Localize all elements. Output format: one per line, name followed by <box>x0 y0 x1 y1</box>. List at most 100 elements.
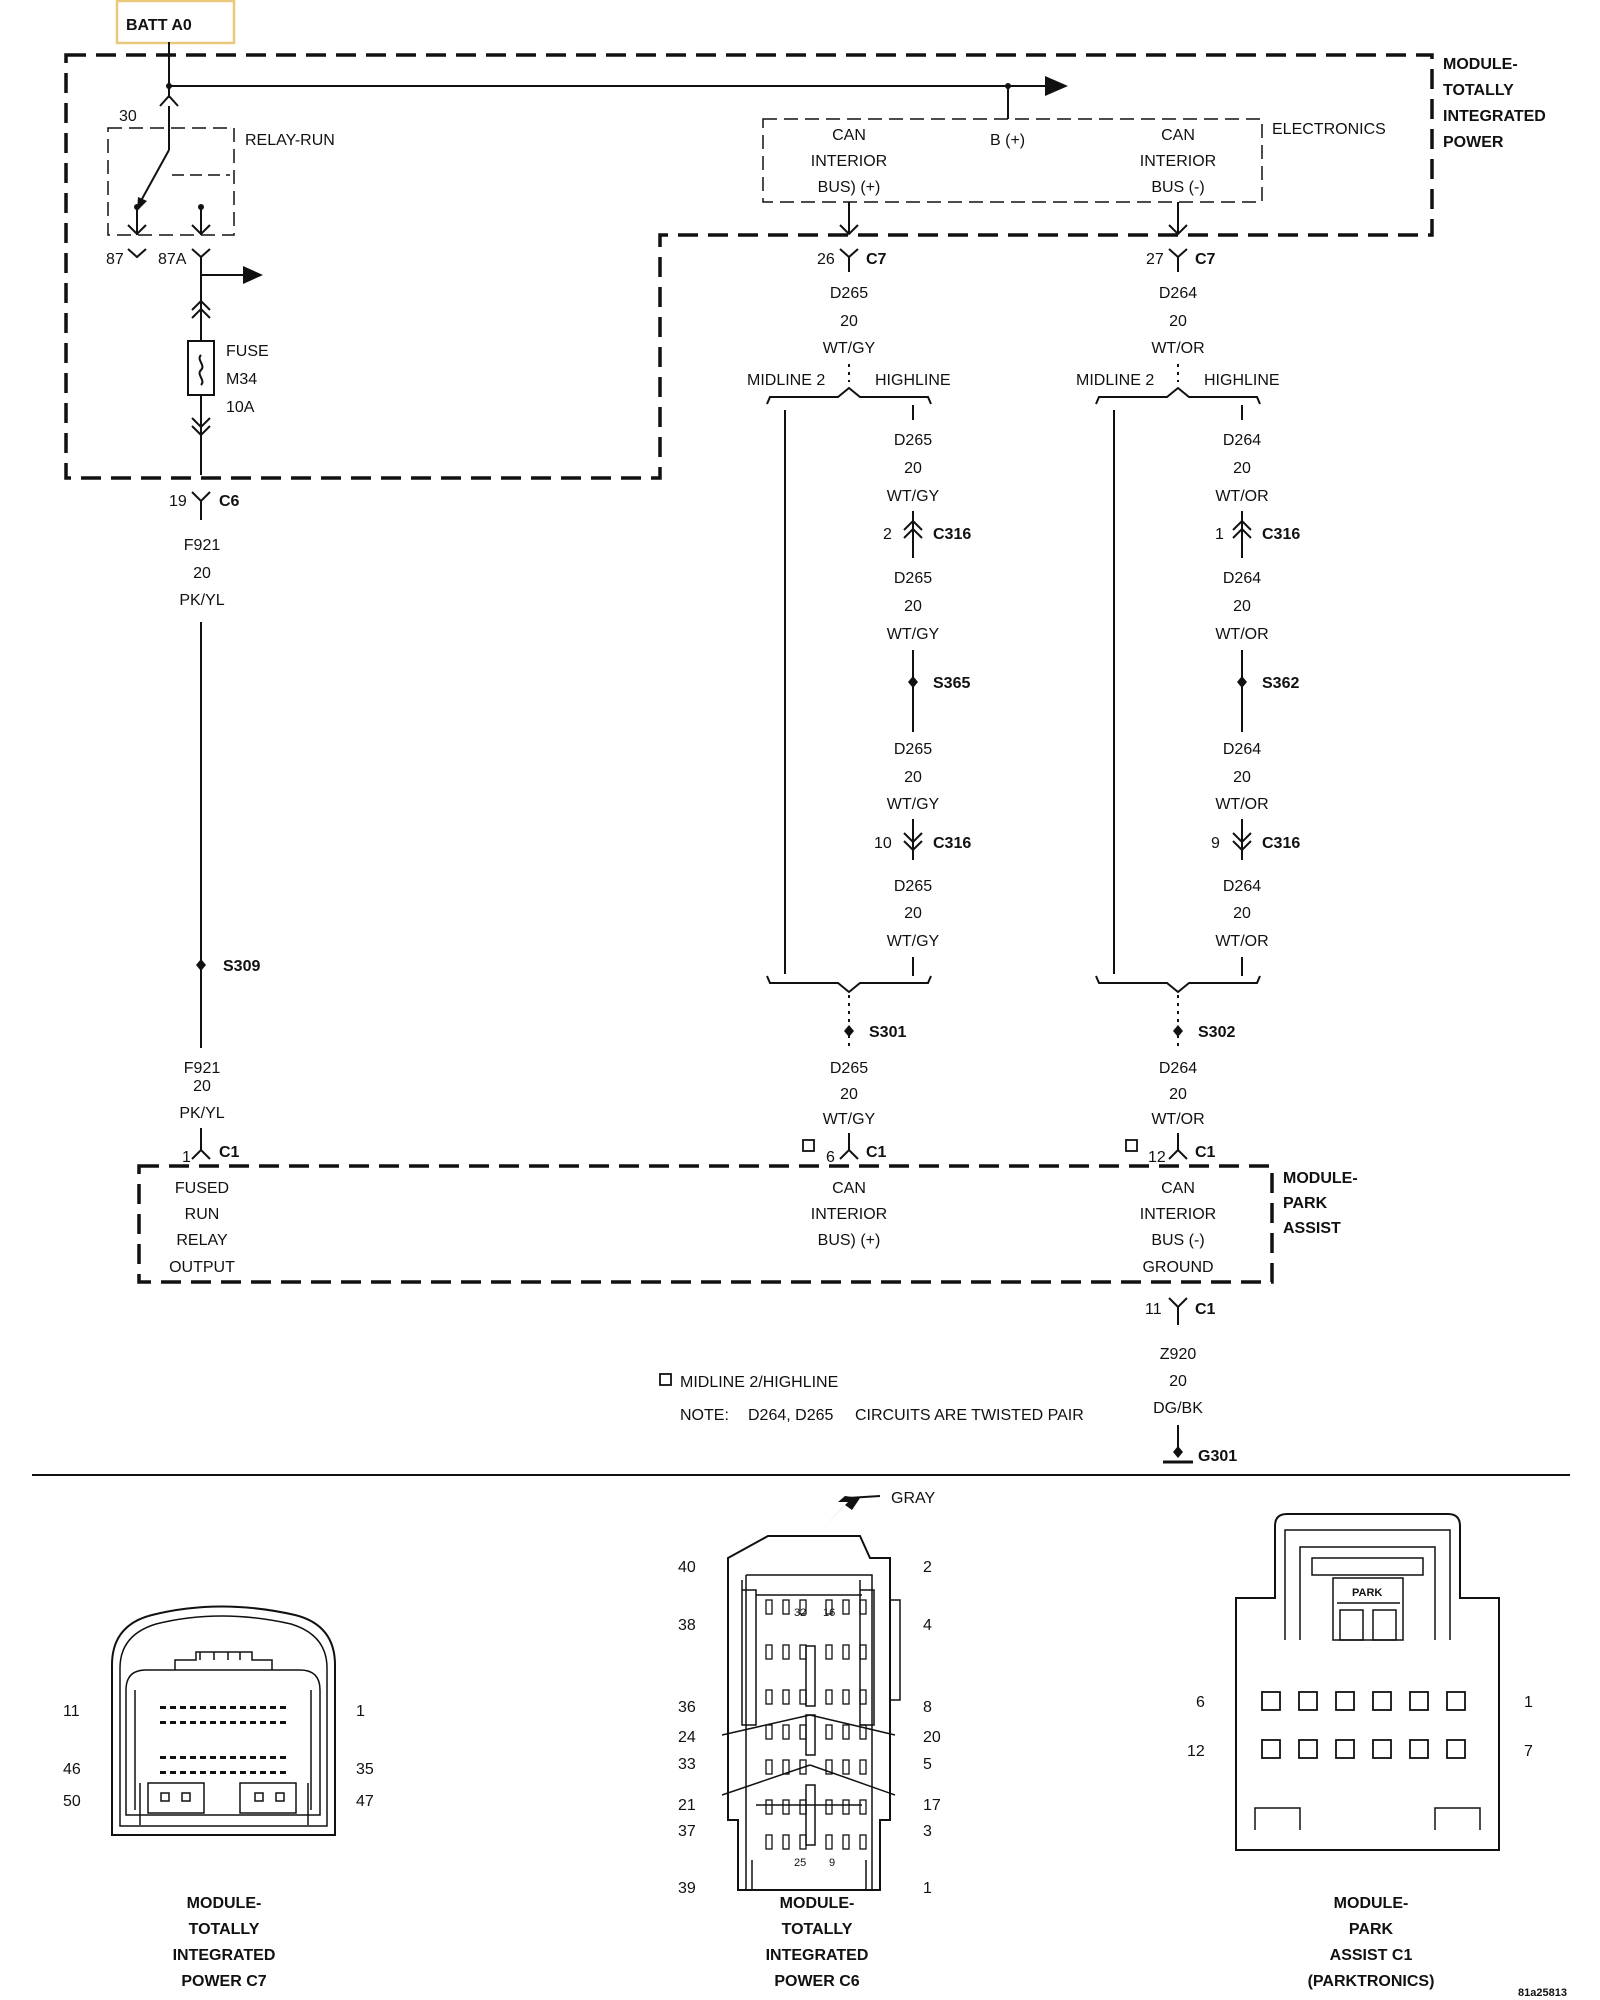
c6-cavity <box>859 1799 867 1815</box>
c7-pin-cavity <box>250 1756 256 1759</box>
svg-text:WT/GY: WT/GY <box>823 340 876 357</box>
park-can-plus-label: CAN INTERIOR BUS) (+) <box>811 1180 887 1249</box>
c1-pin1: 1 <box>182 1149 191 1166</box>
svg-text:F921: F921 <box>184 1060 221 1077</box>
c1-cavity <box>1298 1739 1318 1759</box>
svg-text:BUS (-): BUS (-) <box>1151 179 1204 196</box>
svg-text:POWER: POWER <box>1443 134 1504 151</box>
c7-pin-cavity <box>180 1706 186 1709</box>
c6-pin-33: 33 <box>678 1756 696 1773</box>
relay-pin-30: 30 <box>119 108 137 125</box>
can-plus-midline-label: MIDLINE 2 <box>747 372 825 389</box>
s362-label: S362 <box>1262 675 1299 692</box>
c6-cavity <box>765 1799 773 1815</box>
svg-text:PK/YL: PK/YL <box>179 592 224 609</box>
c316-1-label: C316 <box>1262 526 1300 543</box>
c1-cavity <box>1446 1739 1466 1759</box>
c6-pin-labels: 40 2 38 4 36 8 24 20 33 5 21 17 37 3 39 … <box>678 1559 941 1897</box>
c6-cavity <box>842 1599 850 1615</box>
g301-splice-icon <box>1173 1446 1183 1458</box>
c7-pin-47: 47 <box>356 1793 374 1810</box>
c7-pin-cavity <box>200 1706 206 1709</box>
tipm-outline <box>64 53 1434 480</box>
c6-cavity <box>765 1759 773 1775</box>
svg-text:TOTALLY: TOTALLY <box>1443 82 1514 99</box>
c6-cavity <box>825 1599 833 1615</box>
park-assist-title: MODULE- PARK ASSIST <box>1283 1170 1358 1237</box>
svg-text:D264: D264 <box>1223 432 1261 449</box>
svg-text:RELAY: RELAY <box>176 1232 228 1249</box>
legend-text: MIDLINE 2/HIGHLINE <box>680 1374 838 1391</box>
c6-pin-37: 37 <box>678 1823 696 1840</box>
pin87a-connector-icon <box>191 248 211 259</box>
c7-pin-46: 46 <box>63 1761 81 1778</box>
c7-pin-cavity <box>250 1721 256 1724</box>
svg-text:PARK: PARK <box>1349 1921 1394 1938</box>
c316-2-connector-icon <box>903 519 923 539</box>
s302-splice-icon <box>1173 1025 1183 1037</box>
c1-cavity <box>1335 1691 1355 1711</box>
can-plus-option-brace-bottom <box>766 975 932 994</box>
svg-text:D265: D265 <box>894 432 932 449</box>
c1-cavity <box>1372 1691 1392 1711</box>
c6-cavity <box>799 1799 807 1815</box>
c7-pin-cavity <box>210 1706 216 1709</box>
c7-pin-cavity <box>220 1771 226 1774</box>
c1-cavity <box>1446 1691 1466 1711</box>
c7-pin-cavity <box>230 1771 236 1774</box>
c7-pin-cavity <box>270 1721 276 1724</box>
c6-pin-40: 40 <box>678 1559 696 1576</box>
note-label: NOTE: <box>680 1407 729 1424</box>
c7-pin-cavity <box>190 1771 196 1774</box>
c7-pin-cavity <box>170 1706 176 1709</box>
c7-26-arrow-icon <box>839 224 859 236</box>
c6-pin-2: 2 <box>923 1559 932 1576</box>
c6-cavity <box>842 1644 850 1660</box>
c7-pin-cavity <box>250 1706 256 1709</box>
c6-cavity <box>782 1799 790 1815</box>
c1-pin12-label: C1 <box>1195 1144 1216 1161</box>
c6-cavity <box>782 1724 790 1740</box>
svg-text:CAN: CAN <box>1161 1180 1195 1197</box>
d265-wire-bottom-label: D265 20 WT/GY <box>823 1060 876 1128</box>
c7-27-pin: 27 <box>1146 251 1164 268</box>
s365-splice-icon <box>908 676 918 688</box>
c6-pin-39: 39 <box>678 1880 696 1897</box>
c6-cavity <box>842 1799 850 1815</box>
c1-view-pin-1: 1 <box>1524 1694 1533 1711</box>
c316-9-pin: 9 <box>1211 835 1220 852</box>
tipm-title: MODULE- TOTALLY INTEGRATED POWER <box>1443 56 1546 151</box>
svg-text:CAN: CAN <box>832 1180 866 1197</box>
svg-text:D264: D264 <box>1223 570 1261 587</box>
c6-cavity <box>799 1599 807 1615</box>
c7-pin-cavity <box>270 1706 276 1709</box>
svg-text:WT/OR: WT/OR <box>1215 933 1268 950</box>
c7-pin-1: 1 <box>356 1703 365 1720</box>
c6-pin-17: 17 <box>923 1797 941 1814</box>
svg-text:20: 20 <box>1169 313 1187 330</box>
c6-cavity <box>825 1689 833 1705</box>
c6-pin-20: 20 <box>923 1729 941 1746</box>
svg-text:10A: 10A <box>226 399 255 416</box>
svg-text:WT/GY: WT/GY <box>887 933 940 950</box>
svg-text:20: 20 <box>1169 1373 1187 1390</box>
relay-87-arrow-icon <box>127 224 147 236</box>
c316-2-pin: 2 <box>883 526 892 543</box>
svg-text:WT/OR: WT/OR <box>1215 488 1268 505</box>
c6-pin-1: 1 <box>923 1880 932 1897</box>
d265-hl-wire-3-label: D265 20 WT/GY <box>887 741 940 813</box>
svg-text:PK/YL: PK/YL <box>179 1105 224 1122</box>
c6-cavity <box>859 1689 867 1705</box>
c316-10-label: C316 <box>933 835 971 852</box>
svg-text:D264: D264 <box>1223 878 1261 895</box>
electronics-label: ELECTRONICS <box>1272 121 1386 138</box>
svg-text:WT/OR: WT/OR <box>1215 626 1268 643</box>
c7-pin-cavity <box>190 1721 196 1724</box>
c1-pin1-connector-icon <box>191 1148 211 1160</box>
fuse-bottom-connector-icon <box>191 417 211 437</box>
c6-cavity <box>859 1599 867 1615</box>
svg-text:GROUND: GROUND <box>1142 1259 1213 1276</box>
c7-pin-cavity <box>240 1721 246 1724</box>
c1-pin12: 12 <box>1148 1149 1166 1166</box>
c7-pin-cavity <box>280 1706 286 1709</box>
